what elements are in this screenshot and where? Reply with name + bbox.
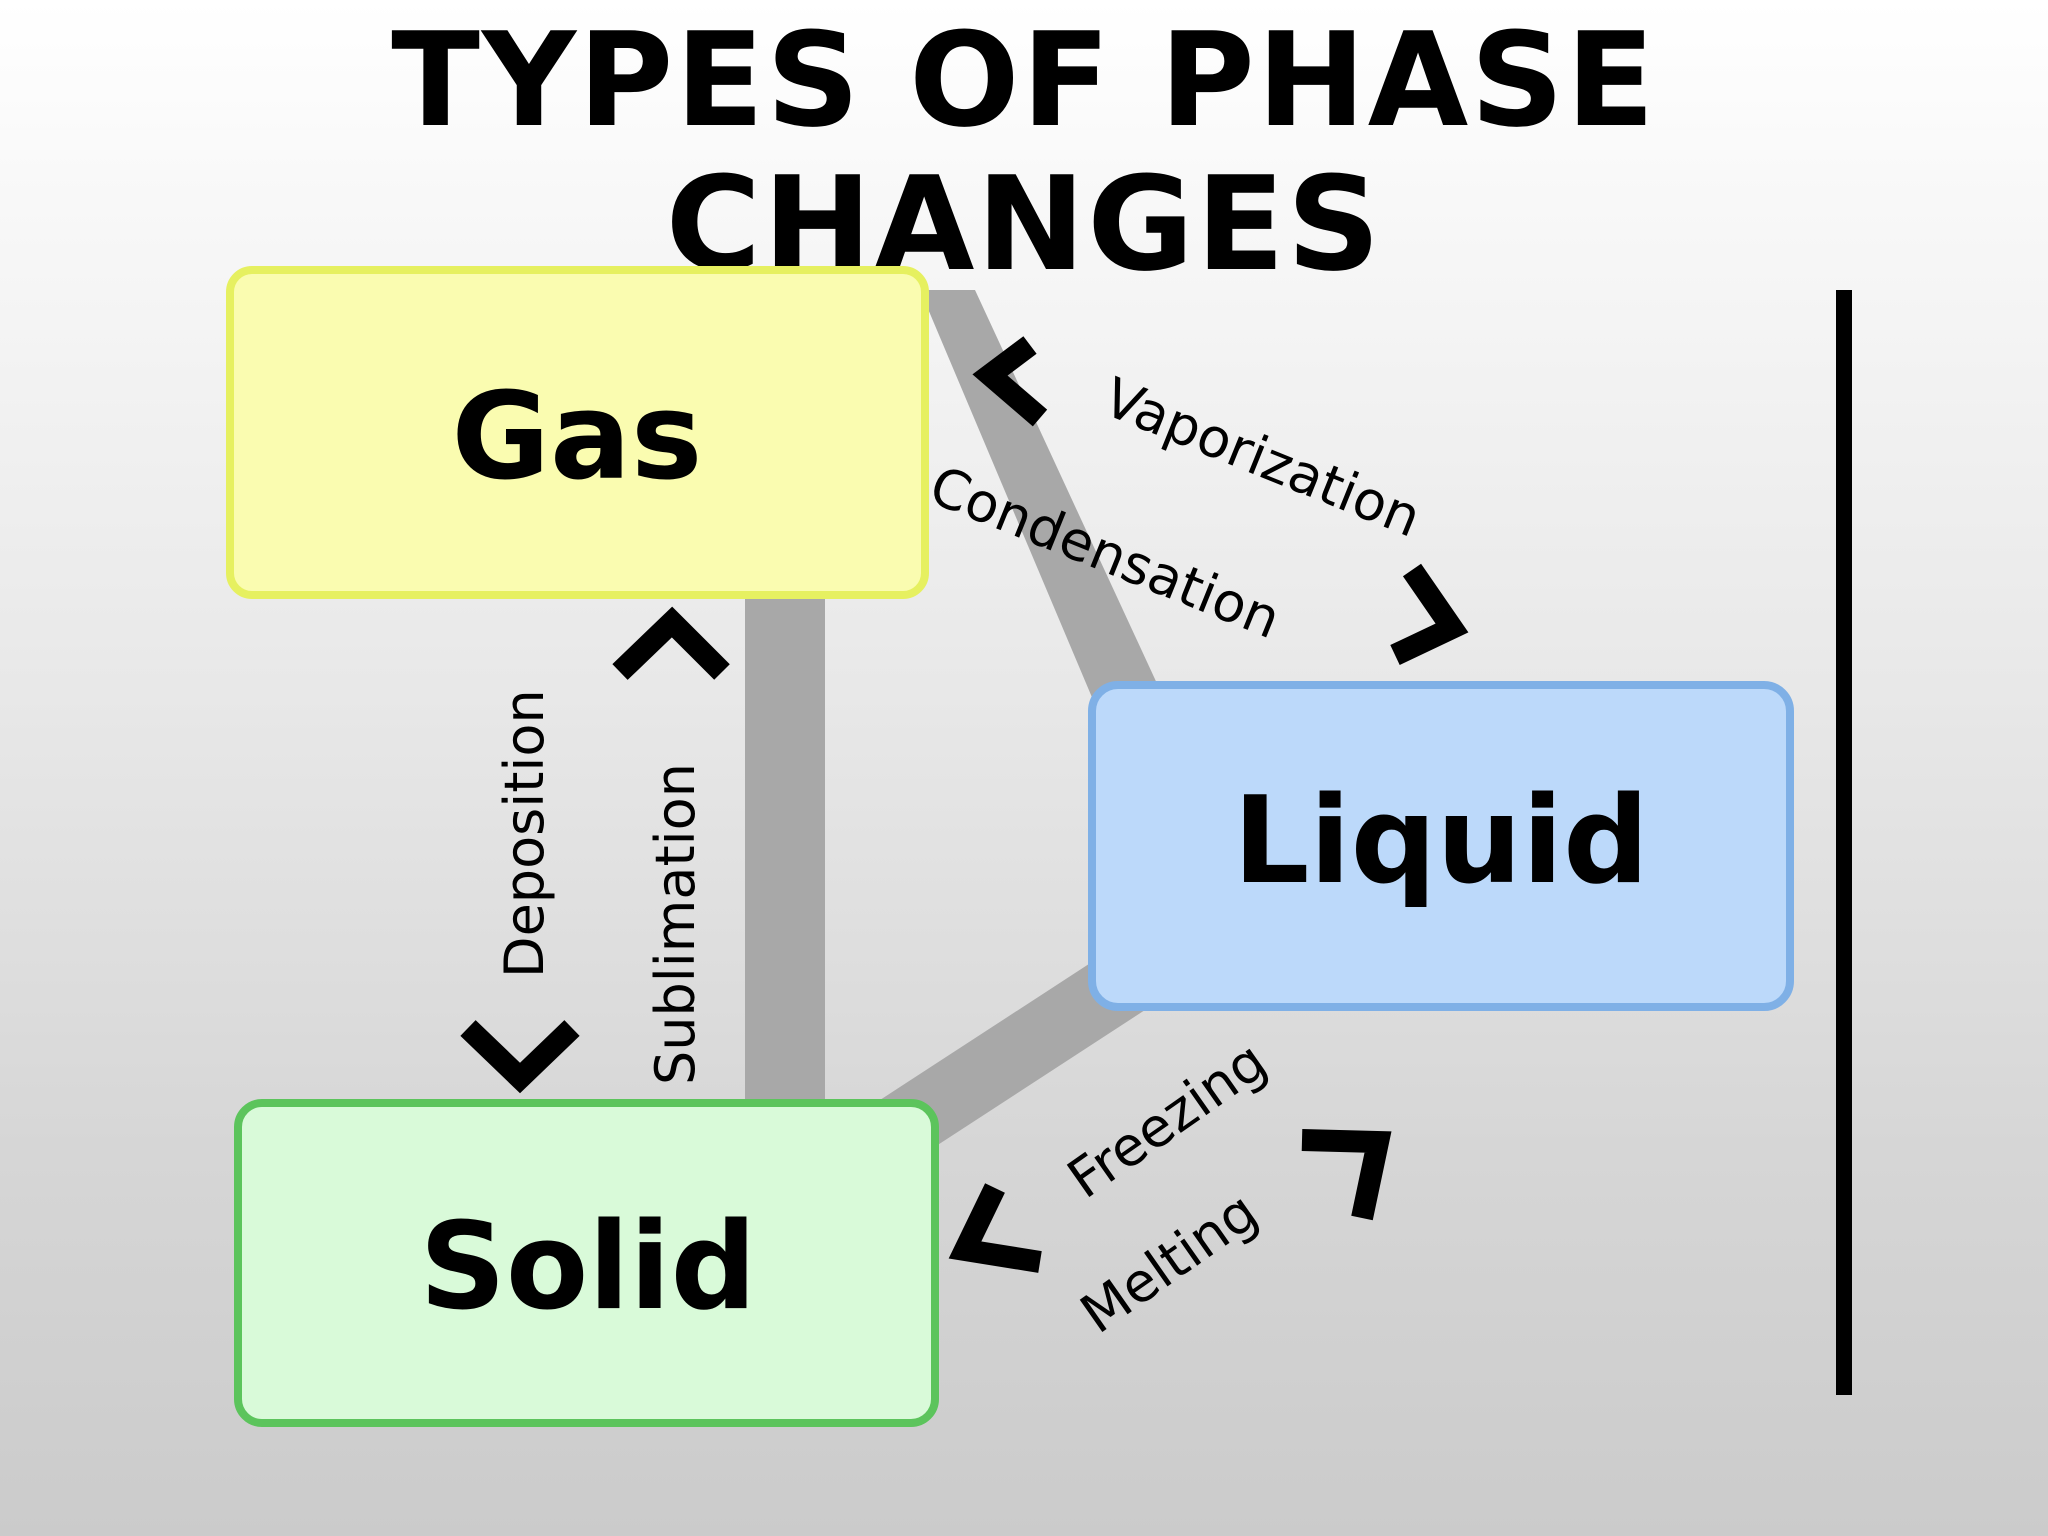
gas-box-shape [226, 266, 929, 599]
gas-label: Gas [452, 368, 703, 507]
vertical-divider [1836, 290, 1852, 1395]
slide-title: TYPES OF PHASE CHANGES [0, 8, 2048, 296]
solid-label: Solid [419, 1198, 756, 1337]
connector-gas-liquid [920, 290, 1160, 740]
connector-gas-solid [745, 580, 825, 1110]
vaporization-label: Vaporization [1095, 366, 1429, 550]
connector-liquid-solid [880, 960, 1145, 1150]
deposition-arrow-icon [460, 1020, 580, 1094]
solid-box: Solid [234, 1099, 939, 1427]
sublimation-arrow-icon [612, 606, 730, 680]
sublimation-label: Sublimation [644, 763, 707, 1085]
melting-arrow-icon [948, 1183, 1042, 1273]
freezing-arrow-icon [1301, 1129, 1392, 1221]
freezing-label: Freezing [1056, 1029, 1278, 1210]
vaporization-arrow-icon [972, 336, 1048, 427]
deposition-label: Deposition [493, 689, 556, 978]
gas-box: Gas [226, 266, 929, 599]
condensation-arrow-icon [1390, 563, 1469, 665]
title-line-1: TYPES OF PHASE [391, 4, 1657, 156]
connector-bands [745, 290, 1160, 1150]
solid-box-shape [234, 1099, 939, 1427]
liquid-box-shape [1088, 681, 1794, 1011]
liquid-label: Liquid [1233, 772, 1649, 911]
liquid-box: Liquid [1088, 681, 1794, 1011]
